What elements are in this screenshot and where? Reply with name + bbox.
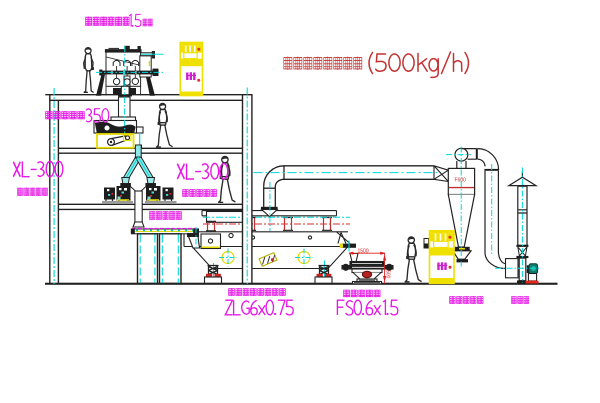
svg-text:1500: 1500 (358, 249, 369, 255)
svg-text:500: 500 (385, 270, 391, 279)
svg-text:F600: F600 (455, 178, 467, 184)
